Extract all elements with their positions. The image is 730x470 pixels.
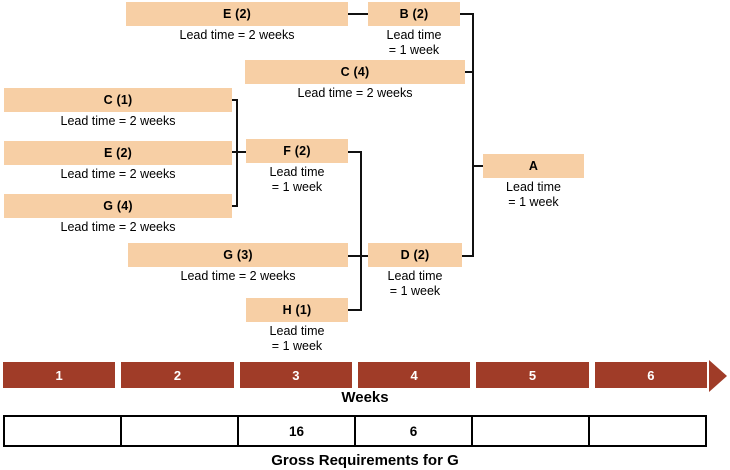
right-triangle-arrow-icon: [709, 360, 727, 392]
node-caption-g3: Lead time = 2 weeks: [180, 269, 296, 283]
node-box-d[interactable]: D (2): [368, 243, 462, 267]
connector-c1-to-mid-bus: [232, 99, 238, 101]
node-box-c1[interactable]: C (1): [4, 88, 232, 112]
connector-g4-to-mid-bus: [232, 205, 238, 207]
connector-d-to-right-bus: [462, 255, 474, 257]
node-caption-e_mid: Lead time = 2 weeks: [60, 167, 176, 181]
node-caption-h: Lead time = 1 week: [269, 324, 325, 353]
week-cell-1[interactable]: 1: [3, 362, 116, 388]
connector-c4-to-right-bus: [465, 71, 474, 73]
node-caption-f: Lead time = 1 week: [269, 165, 325, 194]
node-box-g4[interactable]: G (4): [4, 194, 232, 218]
node-box-b[interactable]: B (2): [368, 2, 460, 26]
week-cell-3[interactable]: 3: [239, 362, 352, 388]
node-box-e_mid[interactable]: E (2): [4, 141, 232, 165]
gross-requirements-cell-2[interactable]: [122, 417, 239, 445]
gross-requirements-cell-6[interactable]: [590, 417, 705, 445]
week-cell-6[interactable]: 6: [594, 362, 707, 388]
node-box-f[interactable]: F (2): [246, 139, 348, 163]
connector-lower-bus: [360, 151, 362, 311]
node-box-c4[interactable]: C (4): [245, 60, 465, 84]
node-caption-g4: Lead time = 2 weeks: [60, 220, 176, 234]
node-caption-b: Lead time = 1 week: [386, 28, 442, 57]
connector-h-to-lower-bus: [348, 309, 362, 311]
week-cell-5[interactable]: 5: [476, 362, 589, 388]
connector-b-to-right-bus: [460, 13, 474, 15]
connector-mid-bus-to-f: [236, 151, 248, 153]
connector-g3-to-lower-bus: [348, 255, 362, 257]
week-cell-2[interactable]: 2: [121, 362, 234, 388]
gross-requirements-cell-4[interactable]: 6: [356, 417, 473, 445]
node-caption-c1: Lead time = 2 weeks: [60, 114, 176, 128]
node-caption-e_top: Lead time = 2 weeks: [179, 28, 295, 42]
connector-f-to-lower-bus: [348, 151, 362, 153]
node-caption-a: Lead time = 1 week: [506, 180, 561, 209]
node-caption-d: Lead time = 1 week: [387, 269, 443, 298]
node-box-a[interactable]: A: [483, 154, 584, 178]
connector-e-mid-to-mid-bus: [232, 151, 238, 153]
connector-right-bus: [472, 13, 474, 257]
week-cell-4[interactable]: 4: [358, 362, 471, 388]
connector-right-bus-to-a: [472, 165, 484, 167]
connector-e-top-to-b: [348, 13, 368, 15]
node-box-e_top[interactable]: E (2): [126, 2, 348, 26]
weeks-axis-label: Weeks: [341, 389, 389, 406]
gross-requirements-caption: Gross Requirements for G: [271, 452, 459, 469]
connector-lower-bus-to-d: [360, 255, 370, 257]
gross-requirements-cell-5[interactable]: [473, 417, 590, 445]
gross-requirements-cell-1[interactable]: [5, 417, 122, 445]
node-caption-c4: Lead time = 2 weeks: [297, 86, 413, 100]
gross-requirements-cell-3[interactable]: 16: [239, 417, 356, 445]
node-box-h[interactable]: H (1): [246, 298, 348, 322]
node-box-g3[interactable]: G (3): [128, 243, 348, 267]
